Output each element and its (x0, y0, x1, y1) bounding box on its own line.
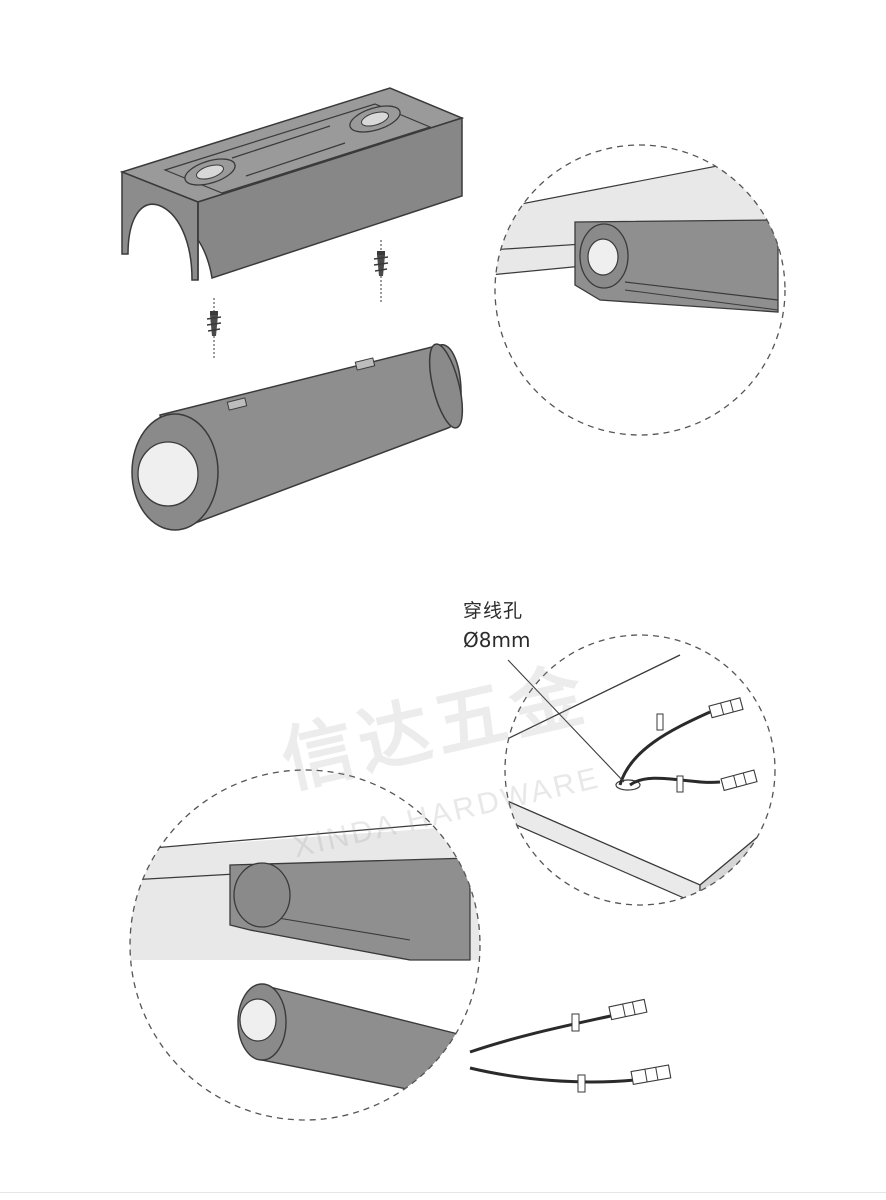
screw-left (206, 298, 222, 358)
screw-right (373, 240, 389, 302)
mounting-bracket (119, 87, 465, 281)
cylinder-sensor (131, 343, 464, 531)
wire-hole-diameter: Ø8mm (463, 628, 531, 652)
detail-circle-mounted (494, 144, 786, 436)
wire-hole-label: 穿线孔 (463, 600, 524, 622)
detail-circle-wire-hole (504, 634, 776, 906)
bottom-divider (0, 1192, 886, 1193)
